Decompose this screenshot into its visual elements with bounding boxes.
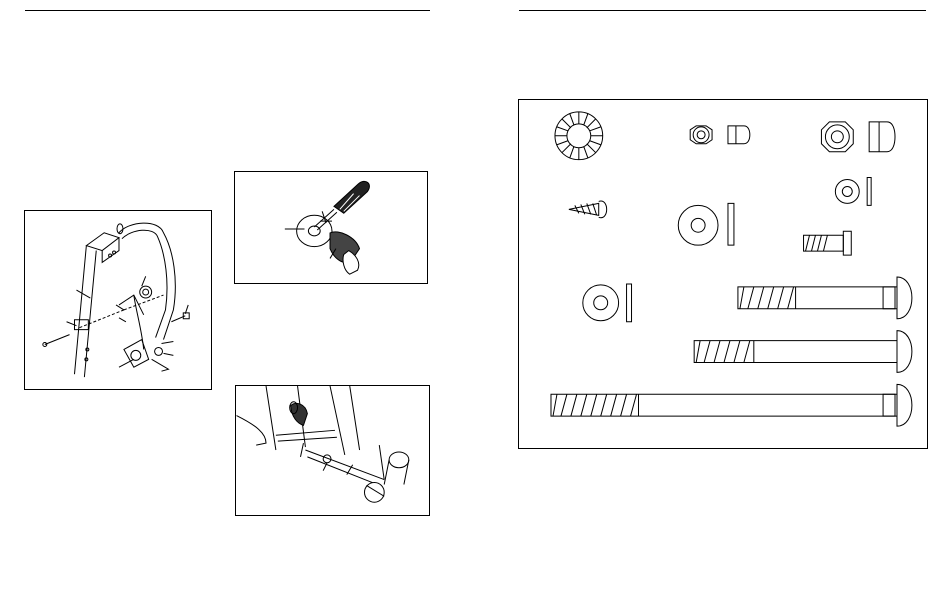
long-carriage-bolt-icon [694, 331, 912, 373]
short-bolt-icon [804, 231, 852, 255]
medium-carriage-bolt-icon [738, 277, 912, 319]
small-washer-icon [835, 178, 871, 206]
hardware-chart [518, 99, 928, 449]
handlebar-assembly-icon [25, 211, 211, 389]
large-nut-icon [821, 122, 895, 152]
left-page-header-rule [25, 10, 430, 11]
assembly-diagram-base [235, 385, 430, 516]
assembly-diagram-handlebar [24, 210, 212, 390]
flat-washer-icon [583, 284, 632, 322]
large-flat-washer-icon [678, 203, 734, 245]
stabilizer-base-icon [236, 386, 429, 515]
screwdriver-cap-icon [235, 172, 427, 283]
star-washer-icon [555, 112, 603, 160]
small-nut-icon [690, 126, 750, 144]
screw-icon [569, 201, 607, 218]
longest-carriage-bolt-icon [551, 384, 912, 426]
assembly-diagram-screwdriver [234, 171, 428, 284]
right-page-header-rule [519, 10, 926, 11]
